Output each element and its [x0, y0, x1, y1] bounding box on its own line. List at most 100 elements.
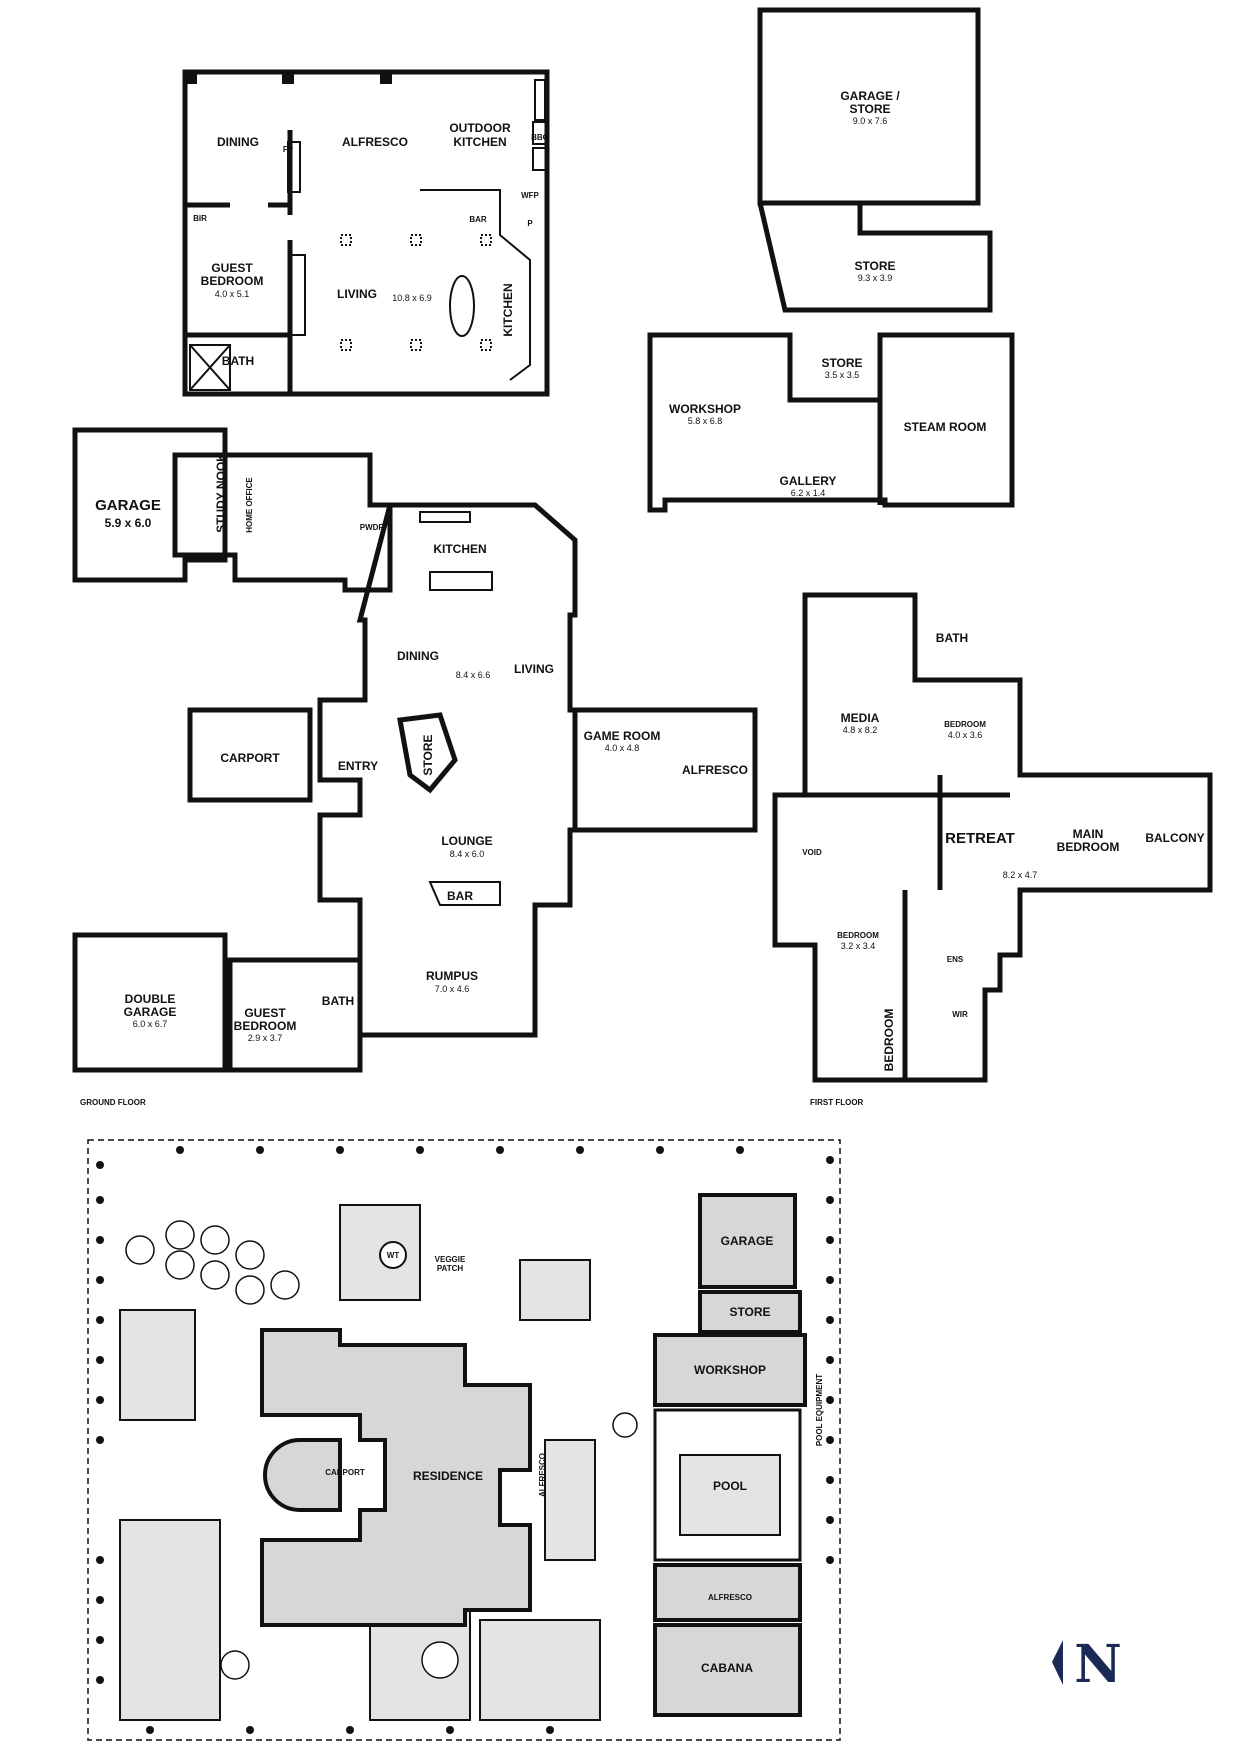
site-cabana-label: CABANA — [701, 1661, 753, 1675]
pavilion-posts — [185, 70, 392, 84]
pwdr-label: PWDR — [360, 523, 385, 532]
site-bushes — [96, 1146, 834, 1734]
kitchen-bench — [419, 511, 471, 523]
site-pool-label: POOL — [713, 1479, 747, 1493]
double-garage-outline — [72, 932, 228, 1073]
ff-main-bedroom-label: MAIN — [1073, 827, 1104, 841]
pav-outdoor-kitchen-label: OUTDOOR — [449, 121, 511, 135]
compass-arrow-icon — [1052, 1640, 1063, 1685]
residence-footprint — [260, 1328, 532, 1627]
pav-outdoor-kitchen-label-2: KITCHEN — [453, 135, 506, 149]
site-residence-label: RESIDENCE — [413, 1469, 483, 1483]
site-cabana — [653, 1623, 802, 1717]
kitchen-label: KITCHEN — [433, 542, 486, 556]
garage-store-label: GARAGE / — [840, 89, 900, 103]
ff-bedroom1-dims: 4.0 x 3.6 — [948, 730, 983, 740]
compass: N — [1052, 1634, 1122, 1695]
guest-bedroom-dims: 2.9 x 3.7 — [248, 1033, 283, 1043]
garage-dims: 5.9 x 6.0 — [105, 516, 152, 530]
pavilion-block: DINING ALFRESCO OUTDOOR KITCHEN GUEST BE… — [182, 69, 550, 397]
bath-label: BATH — [322, 994, 354, 1008]
ff-bedroom1-label: BEDROOM — [944, 720, 986, 729]
pav-guest-bedroom-label: GUEST — [211, 261, 253, 275]
rumpus-dims: 7.0 x 4.6 — [435, 984, 470, 994]
guest-bedroom-label: GUEST — [244, 1006, 286, 1020]
pavilion-kitchen-counter — [420, 189, 531, 381]
bbq-unit-2 — [532, 147, 547, 171]
site-trees — [125, 1220, 638, 1680]
compass-letter: N — [1074, 1634, 1122, 1695]
study-nook-label: STUDY NOOK — [214, 453, 228, 533]
ff-void-label: VOID — [802, 848, 822, 857]
store2-label: STORE — [854, 259, 895, 273]
cooktop — [534, 79, 546, 121]
ff-retreat-label: RETREAT — [945, 830, 1015, 847]
gallery-dims: 6.2 x 1.4 — [791, 488, 826, 498]
ceiling-downlights — [340, 234, 492, 351]
kitchen-island — [449, 275, 475, 337]
first-floor: BATH MEDIA 4.8 x 8.2 BEDROOM 4.0 x 3.6 R… — [772, 592, 1213, 1107]
ff-bedroom3-label: BEDROOM — [882, 1009, 896, 1072]
site-carport — [263, 1438, 342, 1512]
ff-wir-label: WIR — [952, 1010, 968, 1019]
water-tank-icon — [379, 1241, 407, 1269]
double-garage-label-2: GARAGE — [124, 1005, 177, 1019]
store2-outline — [757, 202, 993, 313]
alfresco-label: ALFRESCO — [682, 763, 748, 777]
site-store-label: STORE — [729, 1305, 770, 1319]
bar-counter — [428, 881, 501, 906]
kitchen-island — [429, 571, 493, 591]
living-label: LIVING — [514, 662, 554, 676]
first-floor-outline — [772, 592, 1213, 1083]
store2-dims: 9.3 x 3.9 — [858, 273, 893, 283]
dining-label: DINING — [397, 649, 439, 663]
site-alfresco-label: ALFRESCO — [708, 1593, 752, 1602]
bbq-unit — [532, 121, 547, 145]
gallery-label: GALLERY — [780, 474, 837, 488]
garage-outline — [72, 427, 228, 583]
site-garage-label: GARAGE — [721, 1234, 774, 1248]
steam-room-label: STEAM ROOM — [904, 420, 987, 434]
fp-label: FP — [283, 145, 294, 154]
pav-kitchen-label: KITCHEN — [501, 283, 515, 336]
game-room-dims: 4.0 x 4.8 — [605, 743, 640, 753]
rumpus-label: RUMPUS — [426, 969, 478, 983]
pav-living-dims: 10.8 x 6.9 — [392, 293, 432, 303]
outbuildings-block: GARAGE / STORE 9.0 x 7.6 STORE 9.3 x 3.9… — [647, 7, 1015, 513]
ff-bedroom2-label: BEDROOM — [837, 931, 879, 940]
ground-core-outline — [317, 502, 578, 1038]
double-garage-dims: 6.0 x 6.7 — [133, 1019, 168, 1029]
site-store — [698, 1290, 802, 1334]
pav-living-label: LIVING — [337, 287, 377, 301]
site-alfresco-side-label: ALFRESCO — [538, 1453, 547, 1497]
ff-ens-label: ENS — [947, 955, 964, 964]
carport-outline — [187, 707, 313, 803]
carport-label: CARPORT — [220, 751, 280, 765]
garage-store-outline — [757, 7, 981, 206]
wfp-label: WFP — [521, 191, 539, 200]
pav-guest-bedroom-dims: 4.0 x 5.1 — [215, 289, 250, 299]
pantry-label: P — [527, 219, 533, 228]
workshop-internal — [787, 335, 883, 505]
double-garage-label: DOUBLE — [125, 992, 176, 1006]
ff-main-bedroom-dims: 8.2 x 4.7 — [1003, 870, 1038, 880]
first-floor-internal — [805, 600, 1010, 1080]
veggie-patch-label-2: PATCH — [437, 1264, 464, 1273]
bar-label: BAR — [469, 215, 487, 224]
store3-label: STORE — [821, 356, 862, 370]
ff-media-dims: 4.8 x 8.2 — [843, 725, 878, 735]
store-outline — [397, 712, 458, 794]
water-tank-label: WT — [387, 1251, 400, 1260]
site-pool — [679, 1454, 781, 1536]
store3-dims: 3.5 x 3.5 — [825, 370, 860, 380]
site-carport-label: CARPORT — [325, 1468, 365, 1477]
veggie-patch-label: VEGGIE — [435, 1255, 466, 1264]
garage-label: GARAGE — [95, 497, 161, 514]
site-garage — [698, 1193, 797, 1289]
lounge-dims: 8.4 x 6.0 — [450, 849, 485, 859]
store-label: STORE — [421, 734, 435, 775]
pool-equipment-label: POOL EQUIPMENT — [815, 1374, 824, 1446]
site-plan: GARAGE STORE WORKSHOP POOL ALFRESCO CABA… — [87, 1139, 841, 1741]
game-alfresco-outline — [575, 707, 758, 833]
